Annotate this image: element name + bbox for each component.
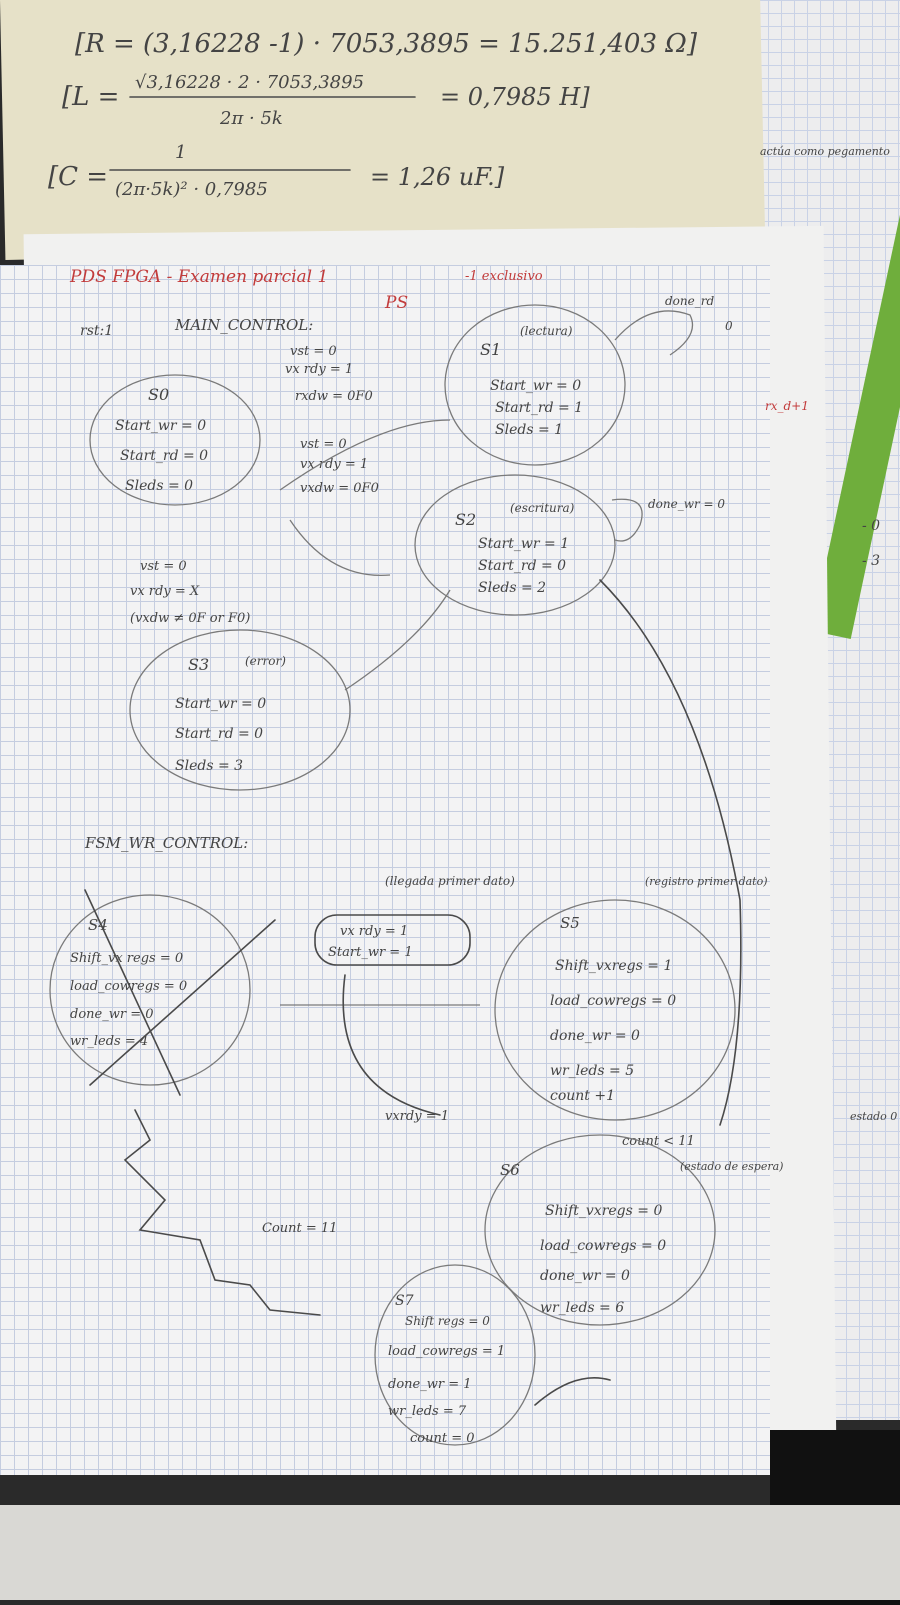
s5-l2: load_cowregs = 0 (550, 993, 676, 1009)
s0-l2: Start_rd = 0 (120, 448, 208, 464)
s7-l2: load_cowregs = 1 (388, 1344, 505, 1359)
side-note-low: estado 0 (850, 1110, 897, 1123)
s7-l4: wr_leds = 7 (388, 1404, 467, 1419)
t-s6-s5: vxrdy = 1 (385, 1109, 449, 1124)
s0-l1: Start_wr = 0 (115, 418, 206, 434)
s1-l2: Start_rd = 1 (495, 400, 583, 416)
formula-c-lead: [C = (48, 162, 108, 192)
ps-label: PS (384, 293, 408, 313)
t01-l3: rxdw = 0F0 (295, 389, 373, 404)
side-note-margin-2: - 3 (862, 553, 880, 569)
s5-l1: Shift_vxregs = 1 (555, 958, 672, 974)
s7-l1: Shift regs = 0 (405, 1314, 490, 1328)
t03-l1: vst = 0 (140, 559, 187, 574)
done-wr-label: done_wr = 0 (648, 497, 725, 511)
formula-r: [R = (3,16228 -1) · 7053,3895 = 15.251,4… (75, 29, 698, 59)
s5-l4: wr_leds = 5 (550, 1063, 634, 1079)
s6-tag: (estado de espera) (680, 1160, 783, 1173)
s1-tag: (lectura) (520, 324, 573, 338)
sheet-header: PDS FPGA - Examen parcial 1 (69, 267, 328, 287)
s6-name: S6 (500, 1161, 520, 1179)
main-control-title: MAIN_CONTROL: (174, 316, 313, 334)
s4-l3: done_wr = 0 (70, 1007, 153, 1022)
formula-l-num: √3,16228 · 2 · 7053,3895 (135, 72, 364, 93)
desk-surface (0, 1505, 900, 1600)
s7-l3: done_wr = 1 (388, 1377, 471, 1392)
formula-l-den: 2π · 5k (219, 108, 283, 129)
side-note-top: actúa como pegamento (760, 145, 890, 158)
formula-l-res: = 0,7985 H] (440, 83, 590, 111)
s1-l3: Sleds = 1 (495, 422, 563, 438)
s4-l2: load_cowregs = 0 (70, 979, 187, 994)
t03-l2: vx rdy = X (130, 584, 200, 599)
s4-l1: Shift_vx regs = 0 (70, 951, 183, 966)
t02-l1: vst = 0 (300, 437, 347, 452)
side-note-margin-1: - 0 (862, 518, 880, 534)
t-count-eq: Count = 11 (262, 1221, 337, 1236)
s1-l1: Start_wr = 0 (490, 378, 581, 394)
s2-tag: (escritura) (510, 501, 575, 515)
s3-l2: Start_rd = 0 (175, 726, 263, 742)
s6-l4: wr_leds = 6 (540, 1300, 624, 1316)
s2-l1: Start_wr = 1 (478, 536, 569, 552)
formula-c-den: (2π·5k)² · 0,7985 (115, 179, 268, 200)
fsm-wr-title: FSM_WR_CONTROL: (84, 834, 248, 852)
side-note-red: rx_d+1 (765, 399, 809, 413)
s5-tag: (registro primer dato) (645, 875, 768, 888)
s4-l4: wr_leds = 4 (70, 1034, 148, 1049)
s3-l3: Sleds = 3 (175, 758, 243, 774)
formula-c-num: 1 (175, 142, 186, 163)
rst-label: rst:1 (80, 323, 113, 339)
s5-name: S5 (560, 914, 580, 932)
formula-c-res: = 1,26 uF.] (370, 163, 505, 191)
t02-l3: vxdw = 0F0 (300, 481, 379, 496)
s3-tag: (error) (245, 654, 286, 668)
t02-l2: vx rdy = 1 (300, 457, 368, 472)
s4-entry-l1: vx rdy = 1 (340, 924, 408, 939)
main-graph-sheet (0, 265, 770, 1475)
s7-name: S7 (395, 1293, 414, 1309)
formula-l-lead: [L = (62, 82, 119, 112)
s6-l2: load_cowregs = 0 (540, 1238, 666, 1254)
t03-l3: (vxdw ≠ 0F or F0) (130, 611, 250, 626)
s5-l3: done_wr = 0 (550, 1028, 640, 1044)
s5-note: (llegada primer dato) (385, 874, 515, 888)
s2-l2: Start_rd = 0 (478, 558, 566, 574)
s1-name: S1 (480, 340, 501, 359)
done-rd-value: 0 (725, 319, 733, 333)
s4-entry-l2: Start_wr = 1 (328, 945, 413, 960)
s3-l1: Start_wr = 0 (175, 696, 266, 712)
t-count-lt: count < 11 (622, 1134, 695, 1149)
sheet-header-note: -1 exclusivo (465, 269, 543, 284)
s6-l1: Shift_vxregs = 0 (545, 1203, 662, 1219)
s5-l5: count +1 (550, 1088, 615, 1104)
done-rd-label: done_rd (665, 294, 714, 308)
s7-l5: count = 0 (410, 1431, 475, 1446)
s2-name: S2 (455, 510, 476, 529)
s6-l3: done_wr = 0 (540, 1268, 630, 1284)
t01-l2: vx rdy = 1 (285, 362, 353, 377)
s2-l3: Sleds = 2 (478, 580, 546, 596)
t01-l1: vst = 0 (290, 344, 337, 359)
s3-name: S3 (188, 655, 209, 674)
s0-name: S0 (148, 385, 169, 404)
s0-l3: Sleds = 0 (125, 478, 193, 494)
